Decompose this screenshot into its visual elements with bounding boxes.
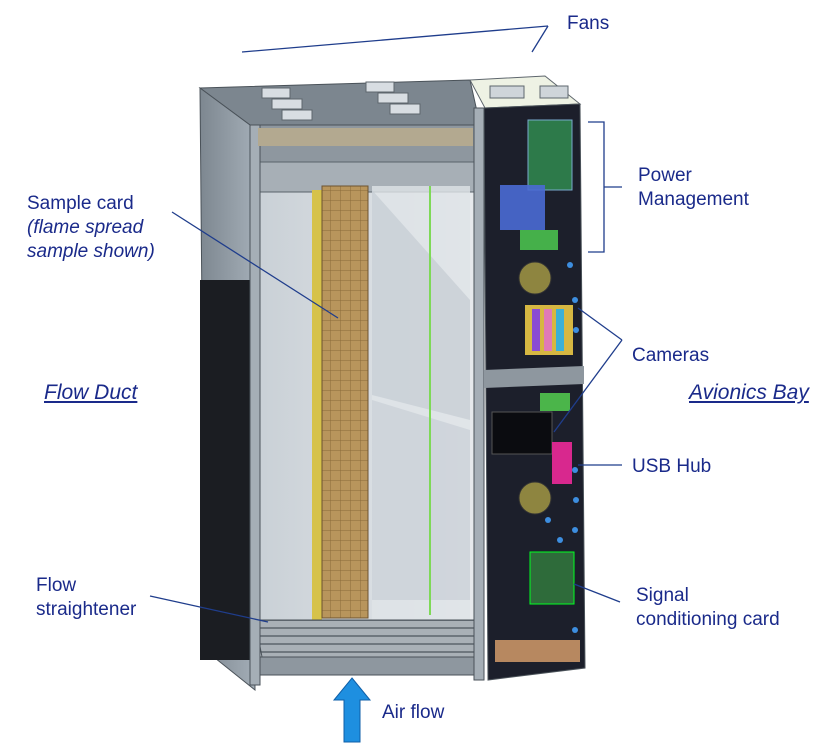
flow-duct-label: Flow Duct <box>44 381 138 404</box>
leader-lines <box>149 25 623 623</box>
sample-card-label-line2: (flame spread <box>27 217 144 238</box>
air-flow-arrow <box>332 677 372 743</box>
signal-conditioning-label-line1: Signal <box>636 585 689 606</box>
avionics-bay-label: Avionics Bay <box>689 381 809 404</box>
flow-straightener-leader-line <box>149 595 269 623</box>
power-management-bracket <box>588 121 622 253</box>
cameras-label: Cameras <box>632 345 710 366</box>
sample-card-label-line3: sample shown) <box>27 241 155 262</box>
power-management-label-line1: Power <box>638 165 692 186</box>
cameras-leader-line-1 <box>577 307 623 341</box>
air-flow-label: Air flow <box>382 702 445 723</box>
flow-straightener-label-line2: straightener <box>36 599 137 620</box>
fans-leader-tick <box>531 25 549 53</box>
signal-conditioning-label-line2: conditioning card <box>636 609 780 630</box>
cameras-leader-line-2 <box>553 339 623 433</box>
avionics-bay <box>469 75 586 681</box>
usb-hub-label: USB Hub <box>632 456 712 477</box>
signal-card-leader-line <box>573 583 621 603</box>
sample-card-leader-line <box>171 211 339 319</box>
flow-duct-cabinet <box>198 79 485 692</box>
power-management-label-line2: Management <box>638 189 749 210</box>
fans-leader-line <box>241 25 549 53</box>
fans-label: Fans <box>567 13 610 34</box>
sample-card-label-line1: Sample card <box>27 193 134 214</box>
flow-straightener-label-line1: Flow <box>36 575 77 596</box>
